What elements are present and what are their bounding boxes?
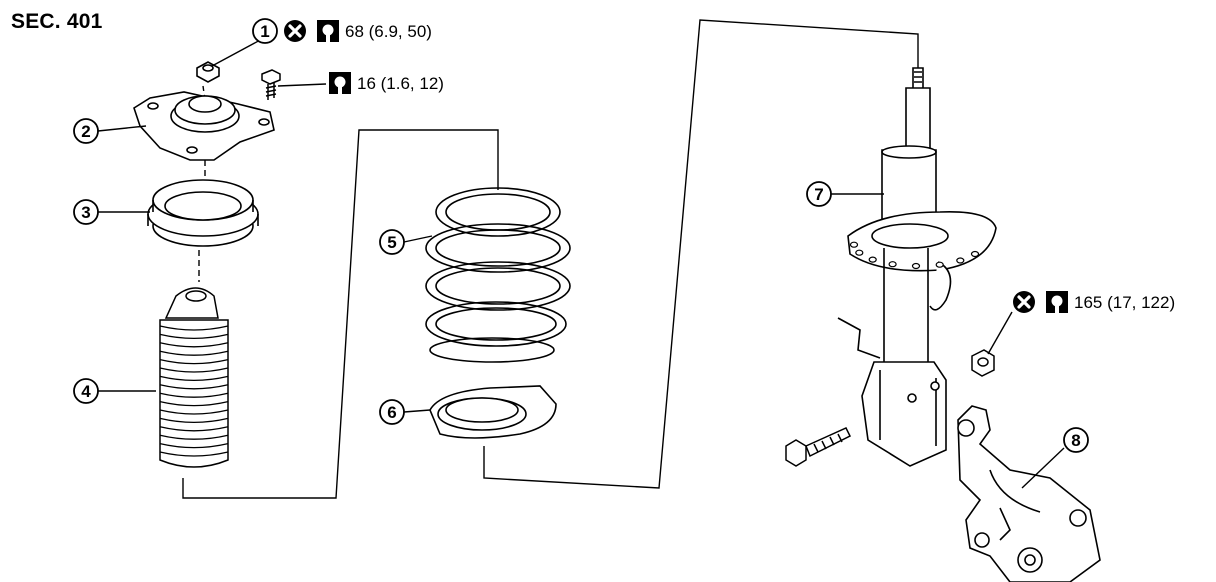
mount-hole xyxy=(855,249,864,256)
boot-ring xyxy=(159,325,229,331)
top-nut xyxy=(196,61,220,83)
svg-text:6: 6 xyxy=(387,403,396,422)
svg-text:3: 3 xyxy=(81,203,90,222)
boot-ring xyxy=(159,367,229,373)
bearing xyxy=(147,179,259,247)
boot-ring xyxy=(159,358,229,365)
strut-assembly xyxy=(837,67,997,467)
boot-ring xyxy=(159,333,229,340)
boot-ring xyxy=(159,409,229,415)
x-circle-icon xyxy=(282,18,308,44)
svg-text:5: 5 xyxy=(387,233,396,252)
mount-hole xyxy=(911,262,921,270)
connector-lines xyxy=(182,19,919,499)
strut-mount xyxy=(133,91,275,161)
callout-7: 7 xyxy=(806,181,832,207)
svg-text:1: 1 xyxy=(260,22,269,41)
mount-hole xyxy=(935,261,944,268)
callout-8: 8 xyxy=(1063,427,1089,453)
svg-text:8: 8 xyxy=(1071,431,1080,450)
callout-1: 1 xyxy=(252,18,278,44)
coil-spring xyxy=(425,187,571,363)
boot-ring xyxy=(159,342,229,348)
callout-4: 4 xyxy=(73,378,99,404)
torque-wrench-icon xyxy=(1046,291,1068,314)
x-circle-icon xyxy=(1011,289,1037,315)
boot-ring xyxy=(159,400,229,407)
leader-lines xyxy=(97,30,1065,489)
boot-ring xyxy=(159,350,229,356)
callout-5: 5 xyxy=(379,229,405,255)
boot-ring xyxy=(159,442,229,449)
mount-hole xyxy=(888,261,897,268)
dust-boot xyxy=(159,287,229,468)
spring-seat xyxy=(429,385,557,439)
svg-text:4: 4 xyxy=(81,382,91,401)
boot-ring xyxy=(159,426,229,432)
mount-bolt xyxy=(261,69,281,100)
boot-ring xyxy=(159,384,229,390)
callout-2: 2 xyxy=(73,118,99,144)
torque-spec-top-nut: 68 (6.9, 50) xyxy=(345,22,432,41)
boot-ring xyxy=(159,434,229,440)
torque-spec-mount-bolt: 16 (1.6, 12) xyxy=(357,74,444,93)
torque-wrench-icon xyxy=(329,72,351,95)
boot-ring xyxy=(159,417,229,424)
callout-6: 6 xyxy=(379,399,405,425)
strut-mount-holes xyxy=(849,241,980,270)
svg-text:2: 2 xyxy=(81,122,90,141)
mount-hole xyxy=(849,241,859,248)
strut-bolt xyxy=(785,427,852,467)
section-label: SEC. 401 xyxy=(11,10,103,33)
boot-ring xyxy=(159,392,229,398)
mount-hole xyxy=(956,257,965,264)
steering-knuckle xyxy=(957,405,1101,582)
boot-ring xyxy=(159,375,229,382)
svg-text:7: 7 xyxy=(814,185,823,204)
torque-wrench-icon xyxy=(317,20,339,43)
mount-hole xyxy=(868,256,877,263)
dust-boot-rings xyxy=(159,325,229,457)
boot-ring xyxy=(159,451,229,457)
knuckle-nut xyxy=(971,349,995,377)
mount-hole xyxy=(970,250,980,258)
torque-spec-knuckle-nut: 165 (17, 122) xyxy=(1074,293,1175,312)
callout-3: 3 xyxy=(73,199,99,225)
